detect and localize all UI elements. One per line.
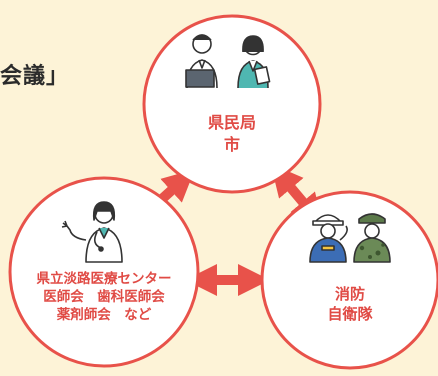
node-top-label: 県民局 市 [172, 112, 292, 155]
node-right-circle [260, 190, 438, 370]
conference-heading: 会議」 [0, 64, 70, 89]
rescue-workers-icon [309, 213, 391, 263]
node-left-line2: 医師会 歯科医師会 [43, 289, 165, 306]
node-right-label: 消防 自衛隊 [300, 284, 400, 325]
node-left-line3: 薬剤師会 など [56, 307, 152, 324]
node-right-line2: 自衛隊 [327, 305, 373, 324]
officials-icon [185, 34, 271, 89]
node-left-circle [8, 176, 200, 368]
node-top-circle [142, 14, 322, 194]
node-left-label: 県立淡路医療センター 医師会 歯科医師会 薬剤師会 など [8, 270, 200, 325]
node-right-line1: 消防 [334, 285, 365, 303]
doctor-icon [61, 201, 123, 263]
node-left-line1: 県立淡路医療センター [36, 271, 172, 287]
node-top-line1: 県民局 [207, 113, 256, 132]
node-top-line2: 市 [223, 134, 240, 154]
